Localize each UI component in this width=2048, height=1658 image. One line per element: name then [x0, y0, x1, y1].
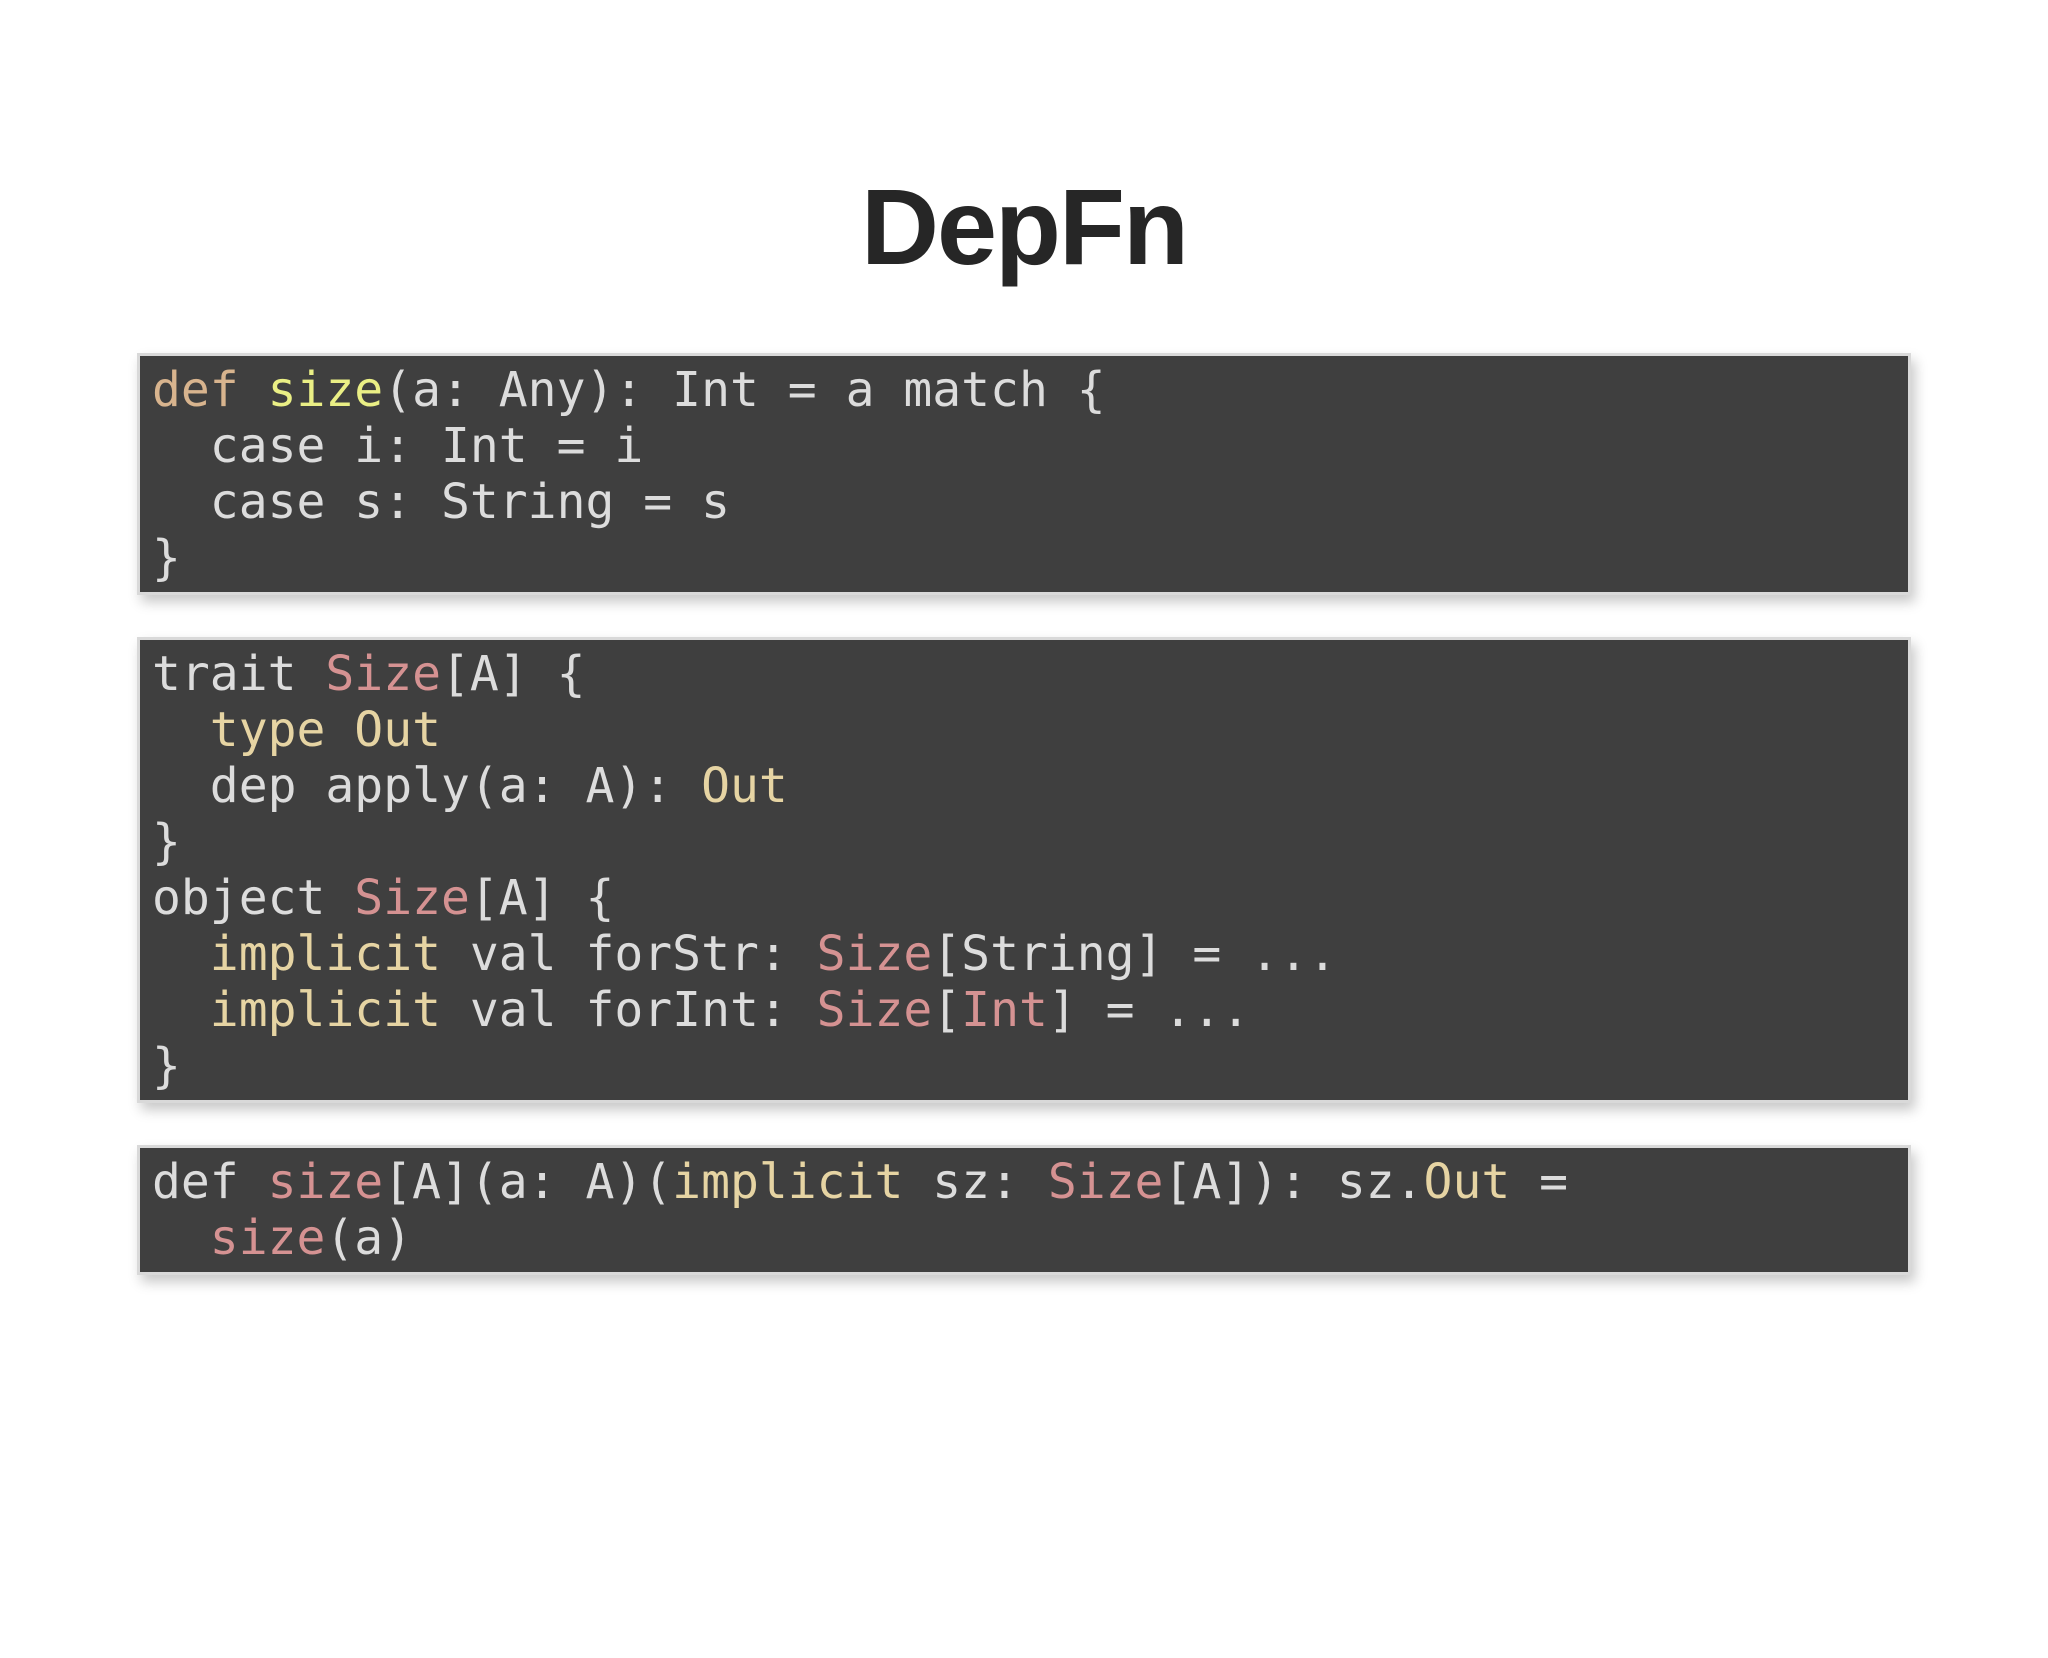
code-token-plain: trait — [152, 646, 326, 703]
code-token-plain: [A] { — [469, 870, 615, 927]
code-block-def-size-any-match: def size(a: Any): Int = a match { case i… — [137, 353, 1911, 596]
code-token-plain: (a: Any): Int = a match { — [383, 362, 1106, 419]
code-line: implicit val forInt: Size[Int] = ... — [152, 982, 1896, 1038]
code-token-plain: object — [152, 870, 355, 927]
code-token-plain: } — [152, 1038, 181, 1095]
code-token-plain: val forStr: — [440, 926, 817, 983]
code-token-plain: val forInt: — [440, 982, 817, 1039]
code-token-plain: [A] { — [440, 646, 586, 703]
code-line: type Out — [152, 702, 1896, 758]
code-token-plain: [A](a: A)( — [383, 1154, 673, 1211]
code-token-yellow: size — [267, 362, 384, 419]
code-token-plain: ] = ... — [1047, 982, 1251, 1039]
code-line: implicit val forStr: Size[String] = ... — [152, 926, 1896, 982]
code-token-pink: Size — [354, 870, 470, 927]
code-token-plain — [152, 1210, 210, 1266]
code-token-plain: case s: String = s — [152, 474, 730, 531]
code-token-pink: size — [209, 1210, 326, 1267]
code-token-plain: [ — [932, 982, 962, 1039]
code-line: case s: String = s — [152, 474, 1896, 530]
code-token-plain: dep apply(a: A): — [152, 758, 702, 815]
slide: DepFn def size(a: Any): Int = a match { … — [0, 165, 2048, 1658]
code-token-plain: [A]): sz. — [1163, 1154, 1424, 1211]
code-token-plain: } — [152, 814, 181, 871]
code-token-pink: Size — [816, 926, 933, 983]
code-line: } — [152, 814, 1896, 870]
code-token-plain: } — [152, 530, 181, 587]
slide-title: DepFn — [861, 166, 1189, 287]
code-token-cream: implicit — [209, 926, 441, 983]
code-token-pink: Int — [961, 982, 1048, 1039]
code-token-pink: Size — [1047, 1154, 1164, 1211]
code-token-plain: def — [152, 1154, 268, 1211]
code-line: } — [152, 1038, 1896, 1094]
code-token-pink: Size — [816, 982, 933, 1039]
code-line: def size[A](a: A)(implicit sz: Size[A]):… — [152, 1154, 1896, 1210]
code-line: object Size[A] { — [152, 870, 1896, 926]
code-token-plain: = — [1510, 1154, 1569, 1211]
code-line: } — [152, 530, 1896, 586]
code-token-pink: Size — [325, 646, 441, 703]
code-token-plain: (a) — [325, 1210, 413, 1267]
code-block-trait-size-object-size: trait Size[A] { type Out dep apply(a: A)… — [137, 637, 1911, 1104]
code-token-plain: case i: Int = i — [152, 418, 644, 475]
code-token-plain: sz: — [903, 1154, 1048, 1211]
code-token-cream: Out — [1423, 1154, 1511, 1211]
code-block-def-size-implicit-sz: def size[A](a: A)(implicit sz: Size[A]):… — [137, 1145, 1911, 1276]
code-line: def size(a: Any): Int = a match { — [152, 362, 1896, 418]
code-token-plain — [152, 702, 210, 758]
code-token-cream: implicit — [672, 1154, 904, 1211]
code-token-pink: size — [267, 1154, 384, 1211]
code-token-cream: type Out — [209, 702, 441, 759]
code-token-plain — [152, 926, 210, 982]
code-token-tan: def — [152, 362, 268, 419]
code-token-plain — [152, 982, 210, 1038]
code-token-plain: [String] = ... — [932, 926, 1337, 983]
code-blocks: def size(a: Any): Int = a match { case i… — [0, 353, 2048, 1276]
code-token-cream: implicit — [209, 982, 441, 1039]
code-line: case i: Int = i — [152, 418, 1896, 474]
code-line: trait Size[A] { — [152, 646, 1896, 702]
code-line: size(a) — [152, 1210, 1896, 1266]
code-token-cream: Out — [701, 758, 788, 815]
code-line: dep apply(a: A): Out — [152, 758, 1896, 814]
